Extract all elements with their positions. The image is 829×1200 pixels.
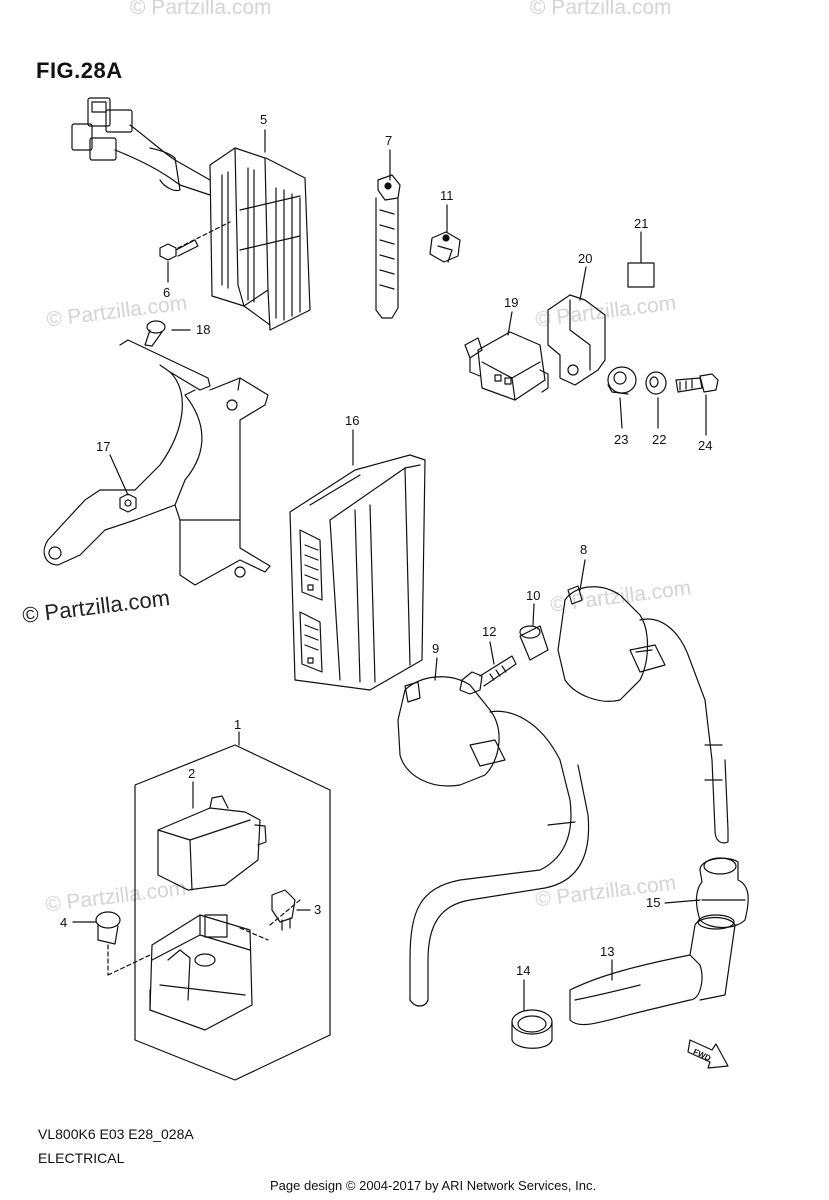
bracket-part-17 xyxy=(43,339,271,586)
category-label: ELECTRICAL xyxy=(38,1150,125,1166)
ignition-coil-part-8 xyxy=(557,585,729,844)
grommet-part-15 xyxy=(695,857,749,929)
callout-13: 13 xyxy=(600,944,614,959)
callout-24: 24 xyxy=(698,438,712,453)
spacer-part-10 xyxy=(519,625,549,661)
callout-3: 3 xyxy=(314,902,321,917)
regulator-rectifier-part xyxy=(71,97,311,331)
callout-11: 11 xyxy=(440,188,454,203)
figure-title: FIG.28A xyxy=(36,58,123,83)
page-credit: Page design © 2004-2017 by ARI Network S… xyxy=(270,1178,597,1193)
callout-21: 21 xyxy=(634,216,648,231)
screw-part-18 xyxy=(144,320,166,347)
ecm-part-16 xyxy=(289,454,426,691)
ring-part-14 xyxy=(511,1009,553,1049)
plug-cap-part-13 xyxy=(569,914,736,1026)
callout-17: 17 xyxy=(96,439,110,454)
callout-12: 12 xyxy=(482,624,496,639)
fwd-arrow-icon xyxy=(687,1039,729,1069)
callout-23: 23 xyxy=(614,432,628,447)
callout-18: 18 xyxy=(196,322,210,337)
callout-4: 4 xyxy=(60,915,67,930)
callout-8: 8 xyxy=(580,542,587,557)
watermark: © Partzilla.com xyxy=(130,0,272,19)
callout-1: 1 xyxy=(234,717,241,732)
callout-14: 14 xyxy=(516,963,530,978)
callout-20: 20 xyxy=(578,251,592,266)
model-code: VL800K6 E03 E28_028A xyxy=(38,1126,194,1142)
cable-tie-part-7 xyxy=(375,174,401,319)
callout-2: 2 xyxy=(188,766,195,781)
bolt-part-12 xyxy=(459,655,517,695)
watermark: © Partzilla.com xyxy=(530,0,672,19)
callout-6: 6 xyxy=(163,285,170,300)
callout-9: 9 xyxy=(432,641,439,656)
callout-19: 19 xyxy=(504,295,518,310)
callout-15: 15 xyxy=(646,895,660,910)
pad-part-21 xyxy=(627,262,655,288)
relay-part-19 xyxy=(464,331,549,401)
callout-22: 22 xyxy=(652,432,666,447)
bolt-part-24 xyxy=(675,373,719,393)
callout-7: 7 xyxy=(385,133,392,148)
leader-lines xyxy=(72,129,707,1011)
starter-relay-assembly-part-1 xyxy=(134,744,331,1081)
nut-part-23 xyxy=(607,366,637,395)
clamp-part-11 xyxy=(429,231,461,263)
screw-part-6 xyxy=(159,221,231,261)
ignition-coil-part-9 xyxy=(397,676,590,1007)
bracket-part-20 xyxy=(547,294,606,386)
callout-5: 5 xyxy=(260,112,267,127)
callout-16: 16 xyxy=(345,413,359,428)
washer-part-22 xyxy=(645,371,667,395)
screw-part-4 xyxy=(95,911,151,976)
callout-labels: 1 2 3 4 5 6 7 8 9 10 11 12 13 14 15 16 1… xyxy=(60,112,712,978)
callout-10: 10 xyxy=(526,588,540,603)
